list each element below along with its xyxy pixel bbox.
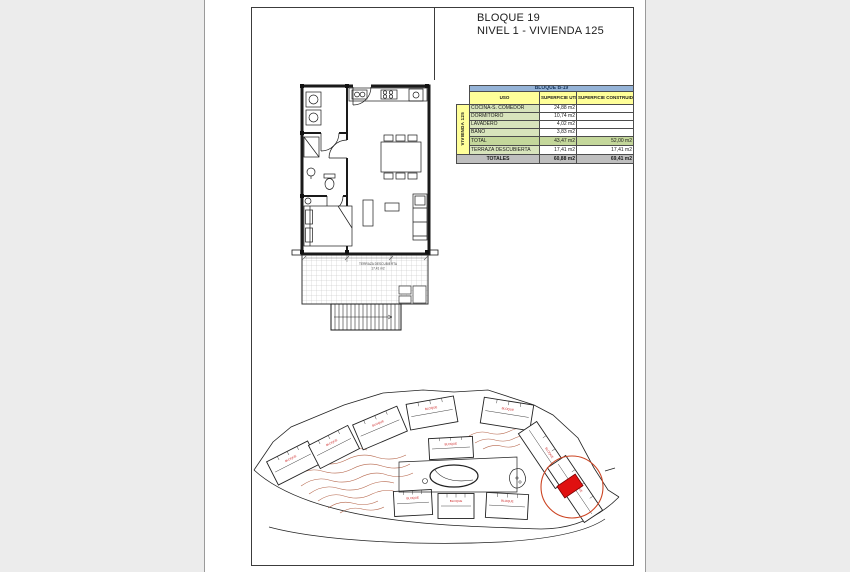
table-row: BAÑO 3,83 m2 [457, 128, 635, 138]
block-label: BLOQUE [284, 454, 297, 463]
sheet-border-frame [251, 7, 634, 566]
table-header-row: USO SUPERFICIE UTIL SUPERFICIE CONSTRUID… [457, 91, 635, 106]
building-block: BLOQUE [437, 493, 475, 519]
col-header-uso: USO [469, 91, 540, 106]
pool [429, 464, 479, 488]
terrace [291, 249, 439, 305]
building-block: BLOQUE [479, 396, 535, 432]
totals-construida: 69,41 m2 [575, 154, 635, 165]
table-row: DORMITORIO 10,74 m2 [457, 112, 635, 122]
terrace-label: TERRAZA DESCUBIERTA [359, 262, 398, 266]
table-totals-row: TOTALES 60,88 m2 69,41 m2 [456, 154, 635, 165]
table-total-row: TOTAL 43,47 m2 52,00 m2 [457, 136, 635, 147]
area-table: BLOQUE B-19 USO SUPERFICIE UTIL SUPERFIC… [456, 84, 635, 165]
building-block: BLOQUE [428, 435, 474, 461]
row-util: 10,74 m2 [539, 112, 577, 122]
block-label: BLOQUE [325, 438, 338, 447]
highlight-circle [540, 455, 604, 519]
row-construida [575, 112, 635, 122]
row-util: 4,02 m2 [539, 120, 577, 130]
site-road [268, 518, 606, 544]
highlighted-unit [556, 473, 584, 499]
row-label: BAÑO [469, 128, 540, 138]
building-block: BLOQUE [405, 395, 459, 431]
table-title: BLOQUE B-19 [468, 84, 635, 93]
row-util: 17,41 m2 [539, 145, 577, 156]
site-boundary [253, 469, 620, 530]
totals-util: 60,88 m2 [539, 154, 577, 165]
row-construida [575, 104, 635, 114]
plan-drawing: TERRAZA DESCUBIERTA 17,41 m2 [253, 83, 620, 544]
row-construida [575, 120, 635, 130]
building-block: BLOQUE [352, 405, 408, 451]
table-row: TERRAZA DESCUBIERTA 17,41 m2 17,41 m2 [457, 145, 635, 156]
row-util: 43,47 m2 [539, 136, 577, 147]
bedroom-furniture [303, 197, 353, 247]
block-label: BLOQUE [501, 406, 514, 412]
site-tick [604, 467, 616, 472]
living-furniture [362, 193, 428, 241]
block-label: BLOQUE [501, 499, 514, 504]
dining-table [380, 134, 422, 180]
block-label: BLOQUE [450, 499, 463, 503]
block-label: BLOQUE [425, 405, 438, 411]
title-block: BLOQUE 19 NIVEL 1 - VIVIENDA 125 [477, 12, 604, 38]
terrace-stairs [330, 303, 402, 331]
wall-columns [300, 84, 429, 254]
bathroom-fixtures [303, 136, 336, 190]
terrace-area-label: 17,41 m2 [371, 267, 385, 271]
group-label-cell: VIVIENDA 125 [456, 104, 470, 156]
floor-plan: TERRAZA DESCUBIERTA 17,41 m2 [291, 83, 439, 331]
building-block: BLOQUE [392, 489, 434, 517]
landscape-feature [509, 468, 526, 489]
kitchen-counter [348, 87, 428, 102]
row-construida: 52,00 m2 [575, 136, 635, 147]
row-label: LAVADERO [469, 120, 540, 130]
pool-area [398, 456, 526, 493]
row-util: 24,88 m2 [539, 104, 577, 114]
title-block-divider [434, 7, 435, 80]
row-label: DORMITORIO [469, 112, 540, 122]
block-label: BLOQUE [372, 419, 385, 428]
site-plan: BLOQUE BLOQUE BLOQUE BLOQUE BLOQUE [253, 389, 620, 544]
totals-label: TOTALES [456, 154, 540, 165]
col-header-util: SUPERFICIE UTIL [539, 91, 577, 106]
row-label: TOTAL [469, 136, 540, 147]
col-header-construida: SUPERFICIE CONSTRUIDA [575, 91, 635, 106]
block-label: BLOQUE [406, 496, 419, 501]
row-construida: 17,41 m2 [575, 145, 635, 156]
title-block-line1: BLOQUE 19 [477, 12, 540, 24]
laundry-appliances [305, 91, 322, 126]
table-row: LAVADERO 4,02 m2 [457, 120, 635, 130]
building-block: BLOQUE [307, 424, 361, 470]
row-label: COCINA-S. COMEDOR [469, 104, 540, 114]
table-title-row: BLOQUE B-19 [457, 84, 635, 93]
block-label: BLOQUE [444, 442, 457, 447]
title-block-line2: NIVEL 1 - VIVIENDA 125 [477, 25, 604, 37]
row-label: TERRAZA DESCUBIERTA [469, 145, 540, 156]
row-construida [575, 128, 635, 138]
drawing-sheet-page: BLOQUE 19 NIVEL 1 - VIVIENDA 125 BLOQUE … [204, 0, 646, 572]
block-label: BLOQUE [544, 446, 554, 459]
building-block: BLOQUE [484, 491, 530, 521]
row-util: 3,83 m2 [539, 128, 577, 138]
table-row: VIVIENDA 125 COCINA-S. COMEDOR 24,88 m2 [456, 104, 635, 156]
laundry-door [320, 132, 340, 152]
